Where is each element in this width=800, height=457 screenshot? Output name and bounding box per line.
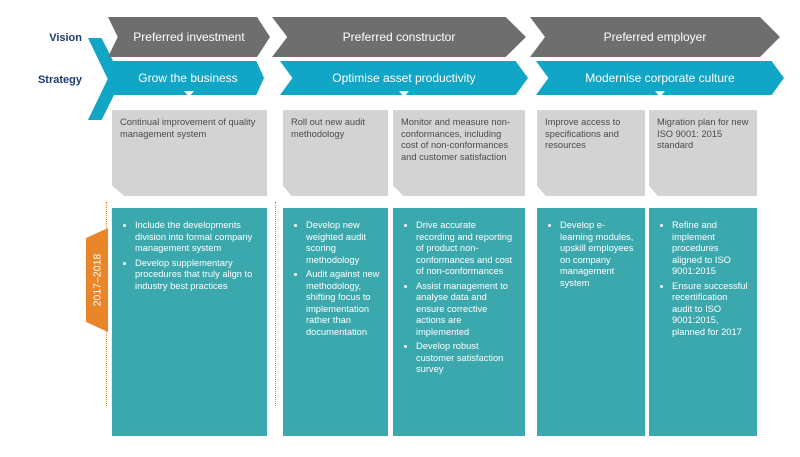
vision-bar-1: Preferred investment — [108, 17, 270, 57]
action-item: Audit against new methodology, shifting … — [306, 269, 380, 338]
objective-text-3: Monitor and measure non-conformances, in… — [401, 117, 511, 162]
vision-bar-3: Preferred employer — [530, 17, 780, 57]
action-box-4: Develop e-learning modules, upskill empl… — [537, 208, 645, 436]
objective-box-2: Roll out new audit methodology — [283, 110, 388, 196]
objective-box-4: Improve access to specifications and res… — [537, 110, 645, 196]
down-arrow-icon — [399, 91, 409, 97]
down-arrow-icon — [655, 91, 665, 97]
action-box-3: Drive accurate recording and reporting o… — [393, 208, 525, 436]
action-item: Develop new weighted audit scoring metho… — [306, 220, 380, 266]
action-item: Develop e-learning modules, upskill empl… — [560, 220, 637, 289]
objective-box-3: Monitor and measure non-conformances, in… — [393, 110, 525, 196]
objective-box-5: Migration plan for new ISO 9001: 2015 st… — [649, 110, 757, 196]
action-list-1: Include the developments division into f… — [122, 220, 259, 292]
strategy-bar-2-label: Optimise asset productivity — [332, 71, 476, 85]
strategy-bar-2: Optimise asset productivity — [280, 61, 528, 95]
strategy-bar-3: Modernise corporate culture — [536, 61, 784, 95]
strategy-bar-1: Grow the business — [112, 61, 264, 95]
action-list-5: Refine and implement procedures aligned … — [659, 220, 749, 338]
action-box-2: Develop new weighted audit scoring metho… — [283, 208, 388, 436]
vision-bar-3-label: Preferred employer — [603, 30, 707, 44]
strategy-row-label: Strategy — [37, 74, 82, 86]
action-item: Develop robust customer satisfaction sur… — [416, 341, 517, 376]
down-arrow-icon — [184, 91, 194, 97]
action-item: Ensure successful recertification audit … — [672, 281, 749, 339]
objective-text-4: Improve access to specifications and res… — [545, 117, 621, 150]
action-item: Drive accurate recording and reporting o… — [416, 220, 517, 278]
action-item: Include the developments division into f… — [135, 220, 259, 255]
action-list-3: Drive accurate recording and reporting o… — [403, 220, 517, 376]
vision-bar-2: Preferred constructor — [272, 17, 526, 57]
strategy-bar-3-label: Modernise corporate culture — [585, 71, 735, 85]
action-item: Develop supplementary procedures that tr… — [135, 258, 259, 293]
action-item: Assist management to analyse data and en… — [416, 281, 517, 339]
action-list-4: Develop e-learning modules, upskill empl… — [547, 220, 637, 289]
action-box-5: Refine and implement procedures aligned … — [649, 208, 757, 436]
timeline-guide — [275, 202, 276, 406]
action-list-2: Develop new weighted audit scoring metho… — [293, 220, 380, 338]
objective-box-1: Continual improvement of quality managem… — [112, 110, 267, 196]
vision-bar-1-label: Preferred investment — [133, 30, 245, 44]
objective-text-5: Migration plan for new ISO 9001: 2015 st… — [657, 117, 749, 150]
period-label: 2017–2018 — [91, 253, 103, 307]
objective-text-2: Roll out new audit methodology — [291, 117, 365, 139]
action-item: Refine and implement procedures aligned … — [672, 220, 749, 278]
vision-bar-2-label: Preferred constructor — [342, 30, 456, 44]
strategy-bar-1-label: Grow the business — [138, 71, 238, 85]
action-box-1: Include the developments division into f… — [112, 208, 267, 436]
objective-text-1: Continual improvement of quality managem… — [120, 117, 256, 139]
period-tab — [86, 228, 108, 332]
vision-row-label: Vision — [49, 32, 82, 44]
period-label-wrap: 2017–2018 — [86, 228, 108, 332]
